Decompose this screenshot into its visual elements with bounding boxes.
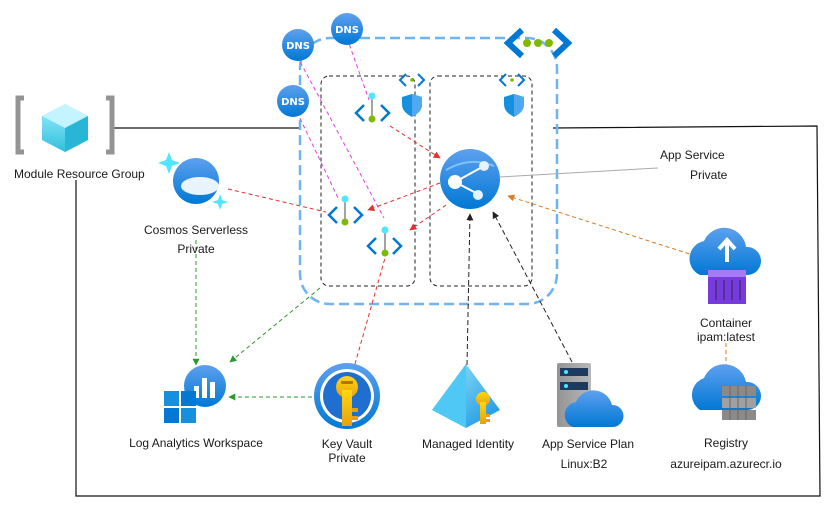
container-upload-icon — [689, 227, 762, 304]
link-cosmos-to-pe — [227, 188, 327, 213]
key-vault-name: Key Vault — [322, 437, 373, 451]
app-service-name: App Service — [660, 148, 725, 162]
link-plan-to-appservice — [492, 211, 573, 363]
vnet-boundary — [298, 36, 559, 306]
private-endpoint-icon — [354, 92, 391, 123]
app-service-plan-name: App Service Plan — [542, 437, 634, 451]
link-dns-to-pe — [346, 37, 370, 101]
link-identity-to-appservice — [466, 213, 474, 366]
link-vnet-to-log — [229, 287, 321, 363]
link-dns-to-pe — [296, 111, 340, 201]
subnet-app-service — [429, 75, 533, 287]
registry-host: azureipam.azurecr.io — [670, 457, 782, 471]
dns-zone-icon: DNS — [331, 13, 363, 45]
log-analytics-icon — [164, 365, 226, 423]
cosmos-access: Private — [177, 242, 215, 256]
dns-zone-icon: DNS — [282, 29, 314, 61]
link-app-service-label — [499, 167, 659, 178]
subnet-shield-icon — [498, 73, 526, 117]
app-service-plan-icon — [557, 363, 624, 427]
app-service-plan-sku: Linux:B2 — [561, 457, 608, 471]
resource-group-label: Module Resource Group — [14, 167, 145, 181]
container-image: ipam:latest — [697, 330, 756, 344]
svg-text:DNS: DNS — [335, 25, 359, 36]
link-appservice-to-pe-cosmos — [367, 182, 441, 212]
log-analytics-label: Log Analytics Workspace — [129, 436, 263, 450]
managed-identity-label: Managed Identity — [422, 437, 514, 451]
app-service-access: Private — [690, 168, 728, 182]
connectors — [192, 37, 727, 401]
resource-group-boundary — [75, 125, 821, 497]
app-service-icon — [440, 149, 500, 209]
cosmos-db-icon — [158, 152, 228, 210]
vnet-icon — [503, 27, 573, 59]
managed-identity-icon — [432, 364, 500, 428]
subnet-shield-icon — [398, 73, 426, 117]
key-vault-access: Private — [328, 451, 366, 465]
link-dns-to-pe — [296, 55, 385, 219]
dns-zone-icon: DNS — [277, 85, 309, 117]
link-container-to-appservice — [507, 194, 697, 257]
svg-text:DNS: DNS — [286, 41, 310, 52]
link-keyvault-to-pe — [354, 257, 386, 365]
resource-group-icon — [15, 95, 115, 155]
container-name: Container — [700, 316, 752, 330]
key-vault-icon — [314, 363, 380, 429]
subnet-private-endpoints — [320, 75, 416, 287]
svg-text:DNS: DNS — [281, 97, 305, 108]
link-pe-to-appservice — [389, 125, 441, 159]
private-endpoint-icon — [327, 195, 364, 226]
cosmos-name: Cosmos Serverless — [144, 223, 248, 237]
registry-name: Registry — [704, 436, 748, 450]
link-appservice-to-pe-kv — [409, 204, 447, 231]
container-registry-icon — [691, 364, 762, 420]
private-endpoint-icon — [366, 226, 403, 257]
